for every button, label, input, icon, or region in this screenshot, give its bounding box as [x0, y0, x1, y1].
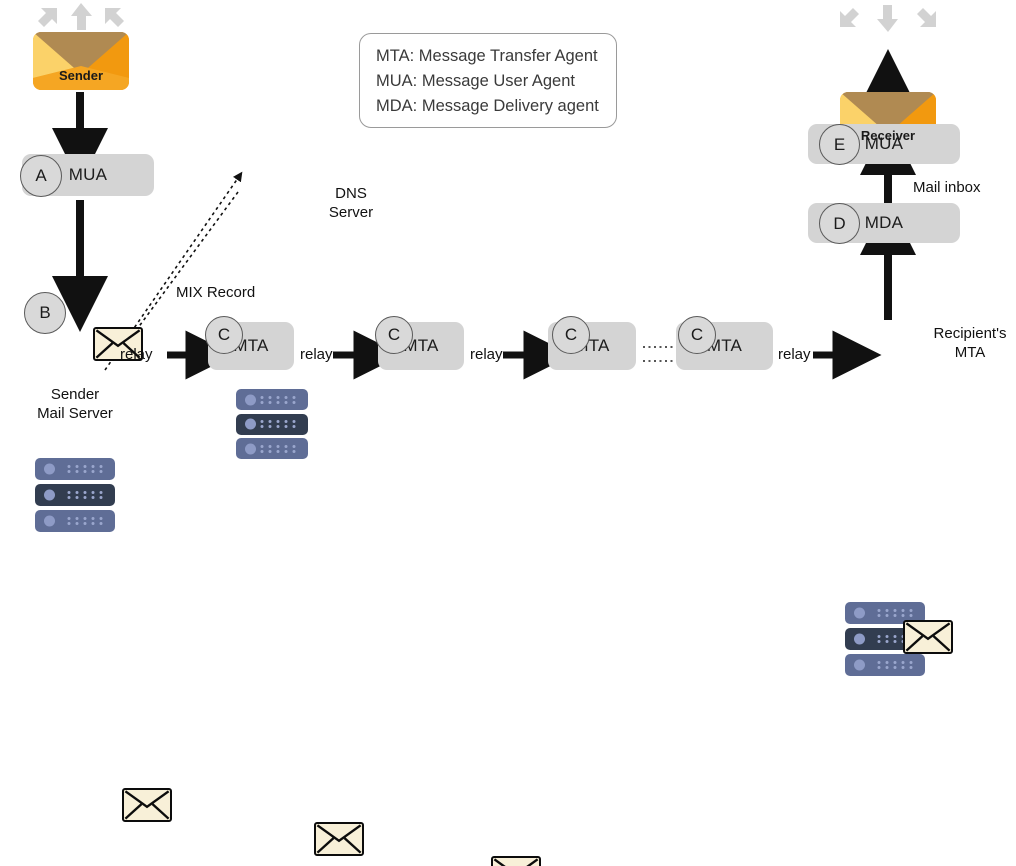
dns-server-icon — [236, 389, 308, 459]
server-led — [245, 418, 256, 430]
receiver-broadcast-arrows — [840, 5, 936, 32]
server-led — [44, 515, 55, 527]
step-marker-e-label: E — [833, 134, 846, 154]
receiver-envelope-icon: Receiver — [840, 92, 936, 150]
step-marker-c-1: C — [205, 316, 243, 354]
step-marker-b: B — [24, 292, 66, 334]
legend-box: MTA: Message Transfer Agent MUA: Message… — [359, 33, 617, 128]
recipient-mta-line1: Recipient's — [933, 325, 1007, 342]
step-marker-d-label: D — [833, 213, 846, 233]
server-slab-bottom — [35, 510, 115, 532]
dns-server-label: DNS Server — [316, 185, 386, 223]
legend-line-mta: MTA: Message Transfer Agent — [376, 47, 598, 65]
relay-label-2: relay — [300, 346, 333, 363]
mail-inbox-label: Mail inbox — [913, 179, 981, 196]
recipient-mta-line2: MTA — [954, 343, 986, 361]
step-marker-c-4-label: C — [690, 325, 704, 344]
step-marker-e: E — [819, 124, 860, 165]
step-marker-c-1-label: C — [217, 325, 231, 344]
server-vents — [67, 491, 103, 499]
server-slab-top — [35, 458, 115, 480]
sender-mail-server-line1: Sender — [50, 386, 100, 403]
step-marker-c-2-label: C — [387, 325, 401, 344]
sender-mail-server-icon — [35, 458, 115, 532]
server-slab-middle — [35, 484, 115, 506]
stage-mta-1-label: MTA — [233, 336, 269, 355]
server-vents — [260, 420, 296, 428]
server-slab-bottom — [845, 654, 925, 676]
dns-server-line2: Server — [328, 203, 374, 221]
sender-envelope-icon: Sender — [33, 32, 129, 90]
step-marker-a-label: A — [35, 166, 47, 185]
server-vents — [67, 465, 103, 473]
step-marker-b-label: B — [39, 303, 51, 322]
server-vents — [260, 444, 296, 453]
sender-mail-server-line2: Mail Server — [37, 404, 113, 422]
stage-mda-label: MDA — [864, 213, 904, 232]
server-led — [245, 394, 256, 405]
server-led — [44, 489, 55, 501]
sender-label: Sender — [58, 68, 104, 83]
step-marker-c-4: C — [678, 316, 716, 354]
server-led — [854, 633, 865, 645]
sender-mail-server-label: Sender Mail Server — [5, 386, 145, 424]
envelope-icon-mua-sender — [93, 327, 143, 361]
envelope-icon-hop-1 — [122, 788, 172, 822]
legend-line-mda: MDA: Message Delivery agent — [376, 96, 599, 115]
envelope-icon-hop-3 — [491, 856, 541, 866]
step-marker-c-3-label: C — [564, 325, 578, 344]
server-slab-top — [236, 389, 308, 410]
server-vents — [260, 395, 296, 404]
envelope-icon-hop-2 — [314, 822, 364, 856]
recipient-mta-label: Recipient's MTA — [925, 325, 1015, 363]
stage-mta-2-label: MTA — [403, 336, 439, 355]
legend-line-mua: MUA: Message User Agent — [376, 71, 575, 90]
envelope-icon-recipient-delivery — [903, 620, 953, 654]
relay-label-4: relay — [778, 346, 811, 363]
server-led — [854, 607, 865, 619]
stage-mua-receiver-label: MUA — [864, 134, 904, 153]
server-slab-bottom — [236, 438, 308, 459]
server-led — [44, 463, 55, 475]
dns-server-line1: DNS — [335, 185, 367, 202]
step-marker-d: D — [819, 203, 860, 244]
step-marker-c-2: C — [375, 316, 413, 354]
server-vents — [67, 517, 103, 525]
stage-mua-sender-label: MUA — [68, 165, 108, 184]
relay-label-1: relay — [120, 346, 153, 363]
relay-label-3: relay — [470, 346, 503, 363]
server-slab-middle — [236, 413, 308, 435]
server-vents — [877, 661, 913, 669]
sender-broadcast-arrows — [38, 3, 124, 30]
stage-mta-4-label: MTA — [706, 336, 743, 355]
server-led — [854, 659, 865, 671]
mix-record-label: MIX Record — [176, 284, 256, 301]
server-led — [245, 443, 256, 454]
mta-chain-ellipsis — [643, 346, 676, 362]
receiver-label: Receiver — [860, 128, 916, 143]
step-marker-c-3: C — [552, 316, 590, 354]
server-vents — [877, 609, 913, 617]
step-marker-a: A — [20, 155, 62, 197]
